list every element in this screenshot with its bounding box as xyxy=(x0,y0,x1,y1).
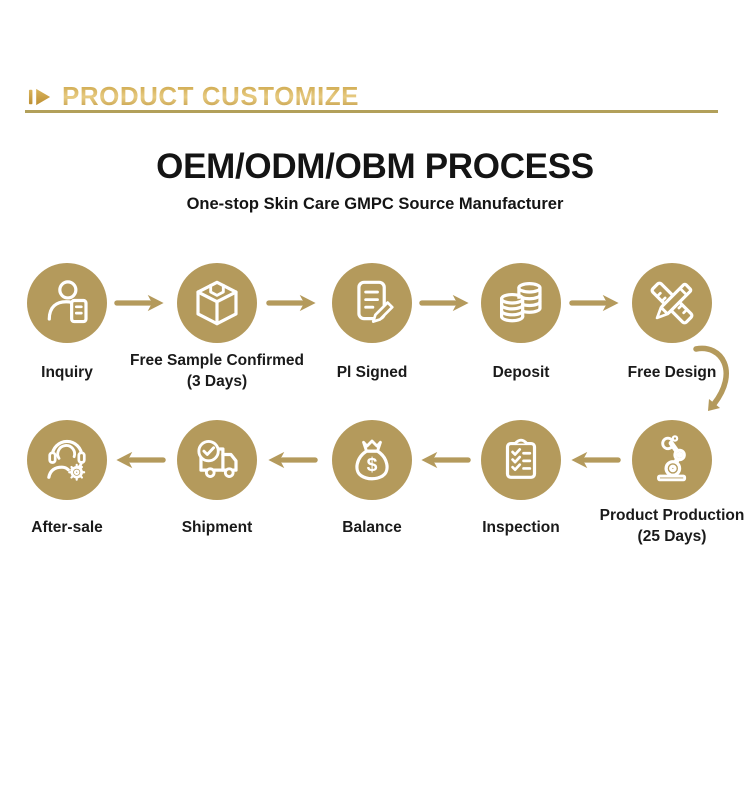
step-free-sample-label: Free Sample Confirmed (3 Days) xyxy=(127,350,307,392)
step-shipment-label: Shipment xyxy=(127,517,307,538)
gold-divider xyxy=(25,110,718,113)
delivery-truck-icon xyxy=(197,440,238,478)
step-sublabel-text: (25 Days) xyxy=(637,528,707,545)
robot-arm-icon xyxy=(657,435,687,482)
flow-arrow-right-icon xyxy=(569,294,619,312)
step-pl-signed-circle xyxy=(332,263,412,343)
inquiry-person-icon xyxy=(47,280,88,324)
flow-arrow-right-icon xyxy=(266,294,316,312)
curved-down-arrow-icon xyxy=(693,345,729,411)
step-label-text: Free Design xyxy=(627,364,717,381)
step-after-sale-circle xyxy=(27,420,107,500)
section-header: PRODUCT CUSTOMIZE xyxy=(28,81,359,112)
flow-arrow-left-icon xyxy=(571,451,621,469)
step-shipment-circle xyxy=(177,420,257,500)
flow-arrow-right-icon xyxy=(419,294,469,312)
step-label-text: Deposit xyxy=(492,364,550,381)
ruler-pencil-icon xyxy=(650,281,694,325)
play-arrow-icon xyxy=(28,88,51,105)
headset-support-icon xyxy=(47,439,86,481)
step-inquiry-circle xyxy=(27,263,107,343)
coins-stack-icon xyxy=(499,281,542,323)
step-label-text: Balance xyxy=(342,519,402,536)
process-title: OEM/ODM/OBM PROCESS xyxy=(156,147,594,186)
money-bag-icon: $ xyxy=(355,439,389,481)
flow-arrow-left-icon xyxy=(421,451,471,469)
step-product-production-label: Product Production (25 Days) xyxy=(582,505,750,547)
step-label-text: Pl Signed xyxy=(336,364,408,381)
step-free-sample-circle xyxy=(177,263,257,343)
step-label-text: Inquiry xyxy=(41,364,93,381)
step-label-text: Product Production xyxy=(599,507,745,524)
step-label-text: Free Sample Confirmed xyxy=(130,352,304,369)
step-free-design-circle xyxy=(632,263,712,343)
step-balance-circle: $ xyxy=(332,420,412,500)
flow-arrow-left-icon xyxy=(268,451,318,469)
flow-arrow-left-icon xyxy=(116,451,166,469)
section-title: PRODUCT CUSTOMIZE xyxy=(62,81,359,111)
document-sign-icon xyxy=(357,280,394,323)
sample-box-icon xyxy=(196,280,238,326)
step-inquiry-label: Inquiry xyxy=(0,362,157,383)
process-subtitle: One-stop Skin Care GMPC Source Manufactu… xyxy=(186,195,564,213)
step-balance-label: Balance xyxy=(282,517,462,538)
step-pl-signed-label: Pl Signed xyxy=(282,362,462,383)
step-label-text: After-sale xyxy=(31,519,103,536)
step-sublabel-text: (3 Days) xyxy=(186,373,248,390)
step-after-sale-label: After-sale xyxy=(0,517,157,538)
flow-arrow-right-icon xyxy=(114,294,164,312)
step-deposit-circle xyxy=(481,263,561,343)
step-label-text: Shipment xyxy=(181,519,253,536)
step-product-production-circle xyxy=(632,420,712,500)
checklist-clipboard-icon xyxy=(505,438,537,479)
step-inspection-label: Inspection xyxy=(431,517,611,538)
svg-text:$: $ xyxy=(367,454,378,476)
step-free-design-label: Free Design xyxy=(582,362,750,383)
step-label-text: Inspection xyxy=(482,519,560,536)
step-inspection-circle xyxy=(481,420,561,500)
step-deposit-label: Deposit xyxy=(431,362,611,383)
